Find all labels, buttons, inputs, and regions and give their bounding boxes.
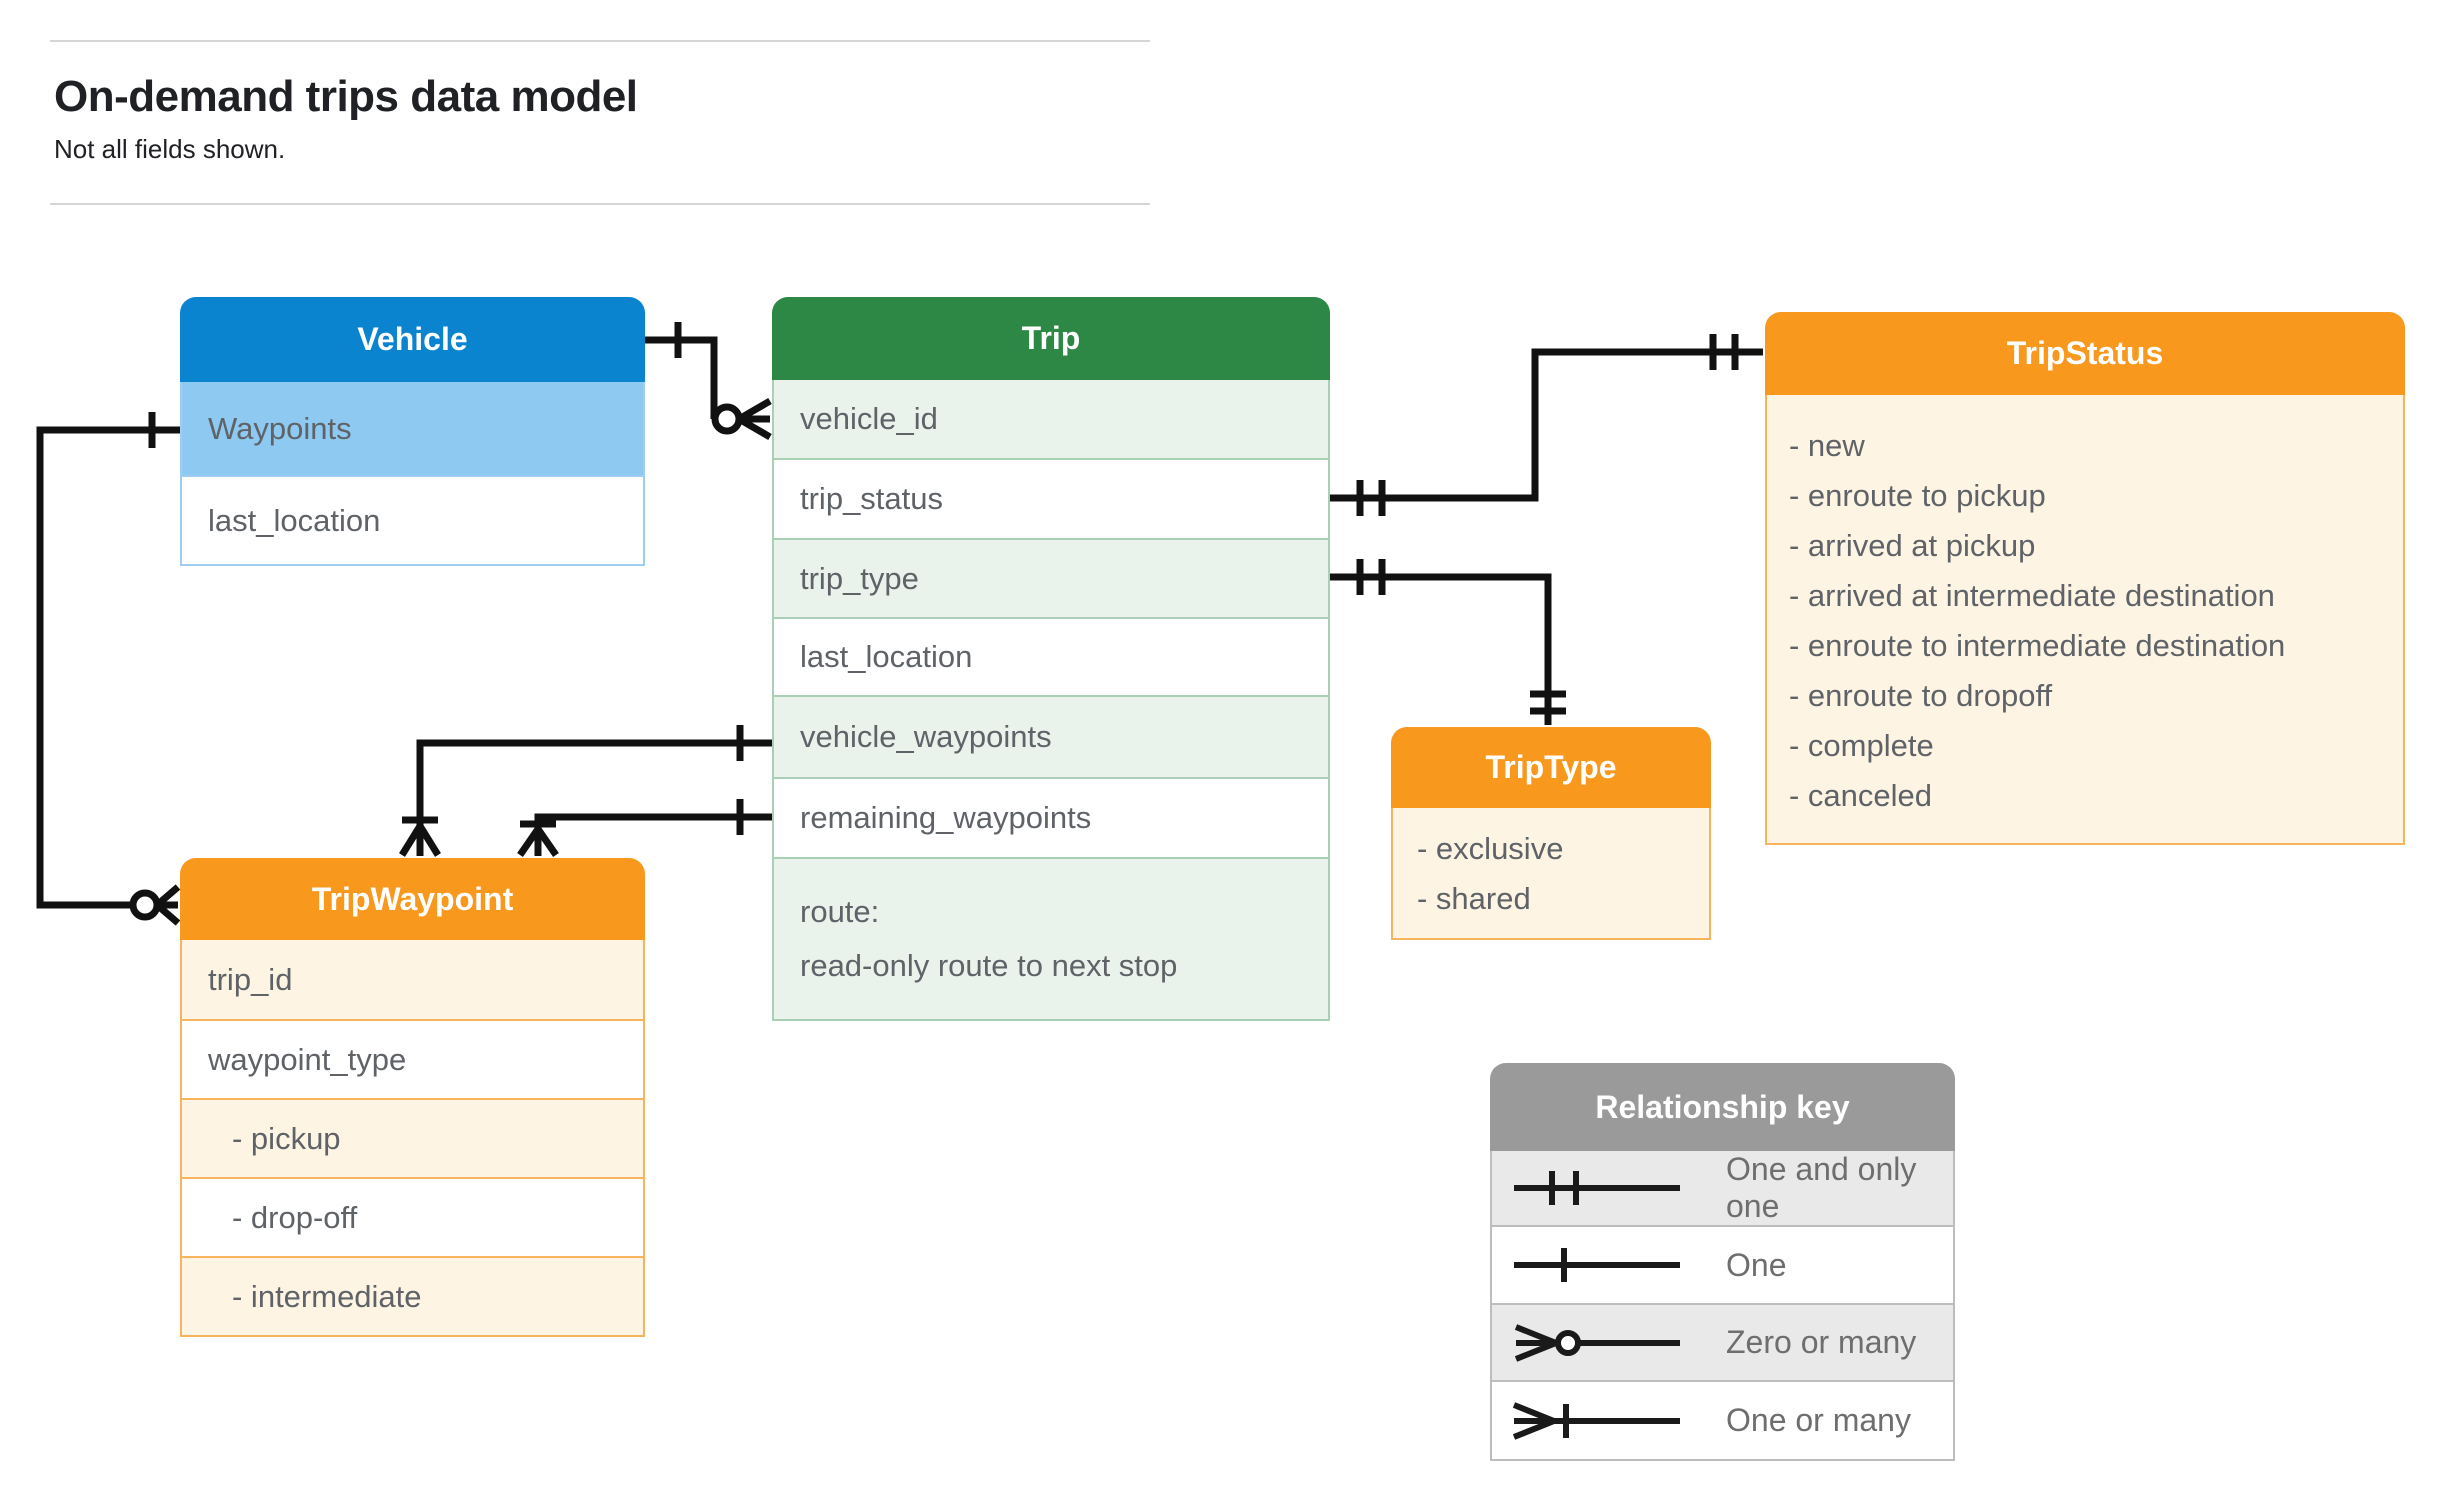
trip-row-last-location: last_location xyxy=(774,617,1328,695)
trip-status-value: - arrived at intermediate destination xyxy=(1789,578,2275,613)
entity-trip-status: TripStatus - new - enroute to pickup - a… xyxy=(1765,312,2405,845)
entity-trip-title: Trip xyxy=(772,297,1330,380)
zero-or-many-icon xyxy=(1514,1323,1680,1362)
entity-trip-type: TripType - exclusive - shared xyxy=(1391,727,1711,940)
trip-row-trip-type: trip_type xyxy=(774,538,1328,617)
trip-status-value: - arrived at pickup xyxy=(1789,528,2036,563)
trip-waypoint-row-pickup: - pickup xyxy=(182,1098,643,1177)
entity-trip-waypoint: TripWaypoint trip_id waypoint_type - pic… xyxy=(180,858,645,1337)
trip-type-value: - exclusive xyxy=(1417,831,1564,866)
entity-trip-status-body: - new - enroute to pickup - arrived at p… xyxy=(1765,395,2405,845)
trip-row-route: route: read-only route to next stop xyxy=(774,857,1328,1019)
legend-row-zero-or-many: Zero or many xyxy=(1492,1303,1953,1380)
trip-row-vehicle-waypoints: vehicle_waypoints xyxy=(774,695,1328,777)
trip-status-value: - new xyxy=(1789,428,1865,463)
entity-trip-waypoint-title: TripWaypoint xyxy=(180,858,645,940)
trip-row-vehicle-id: vehicle_id xyxy=(774,380,1328,458)
trip-route-line1: route: xyxy=(800,894,880,929)
legend-row-one-and-only-one: One and only one xyxy=(1492,1151,1953,1225)
vehicle-row-last-location: last_location xyxy=(182,475,643,564)
entity-trip-type-body: - exclusive - shared xyxy=(1391,808,1711,940)
trip-status-value: - enroute to intermediate destination xyxy=(1789,628,2286,663)
entity-trip: Trip vehicle_id trip_status trip_type la… xyxy=(772,297,1330,1021)
entity-vehicle-title: Vehicle xyxy=(180,297,645,382)
legend-label: Zero or many xyxy=(1726,1324,1917,1360)
connector-trip-remaining-waypoints-to-trip-waypoint xyxy=(517,799,772,857)
entity-trip-body: vehicle_id trip_status trip_type last_lo… xyxy=(772,380,1330,1021)
one-or-many-icon xyxy=(1512,1401,1680,1440)
entity-vehicle: Vehicle Waypoints last_location xyxy=(180,297,645,566)
trip-waypoint-row-trip-id: trip_id xyxy=(182,940,643,1019)
trip-status-value: - canceled xyxy=(1789,778,1933,813)
legend-row-one-or-many: One or many xyxy=(1492,1380,1953,1459)
trip-type-value: - shared xyxy=(1417,881,1531,916)
trip-row-trip-status: trip_status xyxy=(774,458,1328,538)
trip-route-line2: read-only route to next stop xyxy=(800,948,1178,983)
entity-trip-status-title: TripStatus xyxy=(1765,312,2405,395)
relationship-key: Relationship key One and only one One xyxy=(1490,1063,1955,1461)
page-title: On-demand trips data model xyxy=(54,72,638,121)
relationship-key-title: Relationship key xyxy=(1490,1063,1955,1151)
trip-waypoint-row-drop-off: - drop-off xyxy=(182,1177,643,1256)
connector-vehicle-to-trip xyxy=(645,322,772,441)
legend-label: One and only one xyxy=(1726,1151,1917,1224)
trip-status-value: - complete xyxy=(1789,728,1934,763)
legend-row-one: One xyxy=(1492,1225,1953,1303)
connector-trip-vehicle-waypoints-to-trip-waypoint xyxy=(399,725,772,857)
legend-label: One or many xyxy=(1726,1402,1911,1438)
connector-vehicle-to-trip-waypoint xyxy=(36,412,181,926)
divider-bottom xyxy=(50,203,1150,205)
entity-trip-waypoint-body: trip_id waypoint_type - pickup - drop-of… xyxy=(180,940,645,1337)
legend-label: One xyxy=(1726,1246,1787,1283)
entity-trip-type-title: TripType xyxy=(1391,727,1711,808)
vehicle-row-waypoints: Waypoints xyxy=(182,382,643,475)
trip-status-value: - enroute to pickup xyxy=(1789,478,2046,513)
connector-trip-to-trip-status xyxy=(1330,334,1763,516)
relationship-key-body: One and only one One Zer xyxy=(1490,1151,1955,1461)
trip-status-value: - enroute to dropoff xyxy=(1789,678,2053,713)
one-and-only-one-icon xyxy=(1514,1171,1680,1205)
trip-row-remaining-waypoints: remaining_waypoints xyxy=(774,777,1328,857)
connector-trip-to-trip-type xyxy=(1330,559,1566,725)
one-icon xyxy=(1514,1248,1680,1282)
entity-vehicle-body: Waypoints last_location xyxy=(180,382,645,566)
page-subtitle: Not all fields shown. xyxy=(54,134,286,164)
trip-waypoint-row-waypoint-type: waypoint_type xyxy=(182,1019,643,1098)
trip-waypoint-row-intermediate: - intermediate xyxy=(182,1256,643,1335)
divider-top xyxy=(50,40,1150,42)
